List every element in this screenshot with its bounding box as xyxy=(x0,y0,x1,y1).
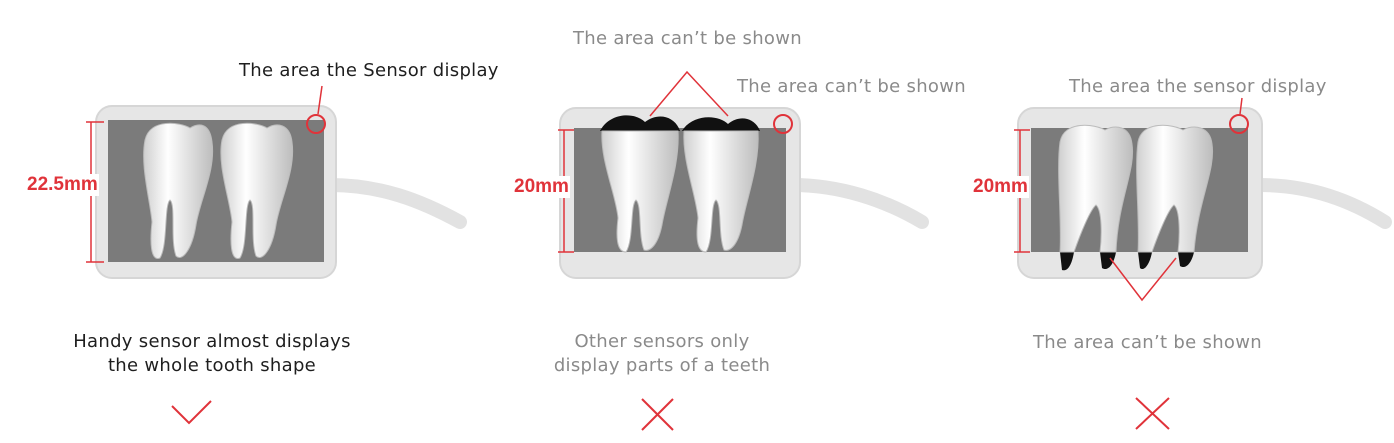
caption-line-1: Handy sensor almost displays xyxy=(73,331,351,352)
tooth-right xyxy=(220,122,294,259)
sensor-display-label: The area the Sensor display xyxy=(239,60,499,81)
sensor-corner-marker xyxy=(306,114,326,134)
panel-other-sensor-top: The area can’t be shown The area can’t b… xyxy=(470,0,966,443)
side-cut-off-label: The area can’t be shown xyxy=(737,76,966,97)
panel-other-sensor-bottom: The area the sensor display 20mm The are… xyxy=(930,0,1394,443)
cut-off-crown-left xyxy=(600,115,680,131)
sensor-display-label: The area the sensor display xyxy=(1069,76,1327,97)
handy-sensor-illustration xyxy=(86,85,467,425)
cut-off-root-right-2 xyxy=(1178,252,1194,268)
label-leader-lines xyxy=(1109,257,1177,302)
panel-caption: Other sensors only display parts of a te… xyxy=(506,330,818,378)
caption-line-2: the whole tooth shape xyxy=(107,355,317,376)
other-sensor-illustration xyxy=(1014,97,1392,430)
top-cut-off-label: The area can’t be shown xyxy=(573,28,802,49)
caption-line-1: Other sensors only xyxy=(574,331,750,352)
sensor-corner-marker xyxy=(1229,114,1249,134)
sensor-corner-marker xyxy=(773,114,793,134)
sensor-cable xyxy=(785,178,929,229)
tooth-left xyxy=(1058,124,1134,253)
caption-line-2: display parts of a teeth xyxy=(553,355,771,376)
check-icon xyxy=(171,400,212,425)
dimension-label: 22.5mm xyxy=(26,174,99,196)
tooth-left xyxy=(601,130,679,253)
tooth-right xyxy=(1136,124,1214,253)
label-leader-line xyxy=(1239,97,1243,115)
dimension-label: 20mm xyxy=(972,176,1029,198)
cut-off-root-left-2 xyxy=(1100,252,1116,270)
cross-icon xyxy=(641,398,674,431)
dimension-label: 20mm xyxy=(513,176,570,198)
label-leader-line xyxy=(317,85,323,115)
cut-off-root-left-1 xyxy=(1060,252,1074,271)
cut-off-root-right-1 xyxy=(1138,252,1152,270)
panel-handy-sensor: The area the Sensor display 22.5mm Handy… xyxy=(0,0,498,443)
tooth-left xyxy=(143,122,214,259)
sensor-cable xyxy=(1253,178,1392,229)
bottom-cut-off-label: The area can’t be shown xyxy=(1033,332,1262,353)
other-sensor-illustration xyxy=(558,70,929,431)
sensor-cable xyxy=(323,178,467,229)
tooth-right xyxy=(683,130,759,253)
cut-off-crown-right xyxy=(682,117,760,131)
panel-caption: Handy sensor almost displays the whole t… xyxy=(40,330,384,378)
cross-icon xyxy=(1135,397,1170,430)
label-leader-lines xyxy=(649,70,729,117)
